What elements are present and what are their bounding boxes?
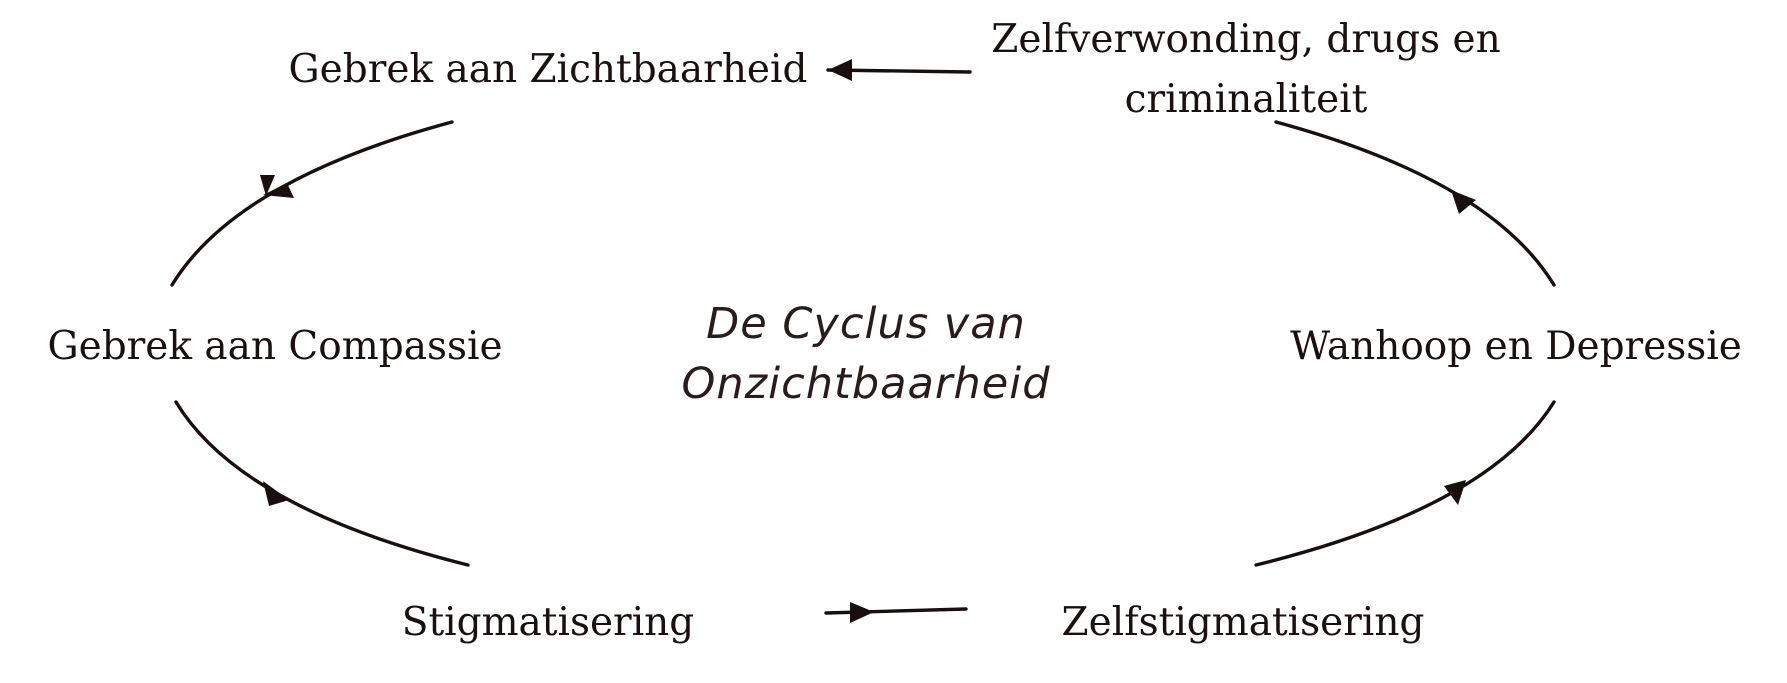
edge-gebrek-compassie-to-stigmatisering bbox=[174, 400, 470, 567]
title-line-1: De Cyclus van bbox=[706, 299, 1026, 349]
nodes: Gebrek aan Zichtbaarheid Zelfverwonding,… bbox=[47, 17, 1741, 645]
node-gebrek-compassie: Gebrek aan Compassie bbox=[47, 324, 502, 369]
node-zelfverwonding-line-1: Zelfverwonding, drugs en bbox=[991, 17, 1500, 62]
node-zelfverwonding: Zelfverwonding, drugs en criminaliteit bbox=[991, 17, 1500, 122]
node-stigmatisering: Stigmatisering bbox=[402, 600, 695, 645]
edge-wanhoop-to-zelfverwonding bbox=[1274, 120, 1556, 287]
edge-zelfstigmatisering-to-wanhoop bbox=[1254, 400, 1556, 567]
node-gebrek-zichtbaarheid: Gebrek aan Zichtbaarheid bbox=[289, 47, 808, 92]
title-line-2: Onzichtbaarheid bbox=[682, 359, 1051, 409]
node-wanhoop: Wanhoop en Depressie bbox=[1290, 324, 1742, 369]
edges bbox=[170, 59, 1556, 623]
node-zelfstigmatisering: Zelfstigmatisering bbox=[1062, 600, 1425, 645]
edge-zelfverwonding-to-gebrek-zichtbaarheid bbox=[826, 59, 972, 81]
center-title: De Cyclus van Onzichtbaarheid bbox=[682, 299, 1051, 409]
edge-stigmatisering-to-zelfstigmatisering bbox=[824, 602, 968, 623]
edge-gebrek-zichtbaarheid-to-gebrek-compassie bbox=[170, 120, 454, 287]
node-zelfverwonding-line-2: criminaliteit bbox=[1125, 77, 1368, 122]
